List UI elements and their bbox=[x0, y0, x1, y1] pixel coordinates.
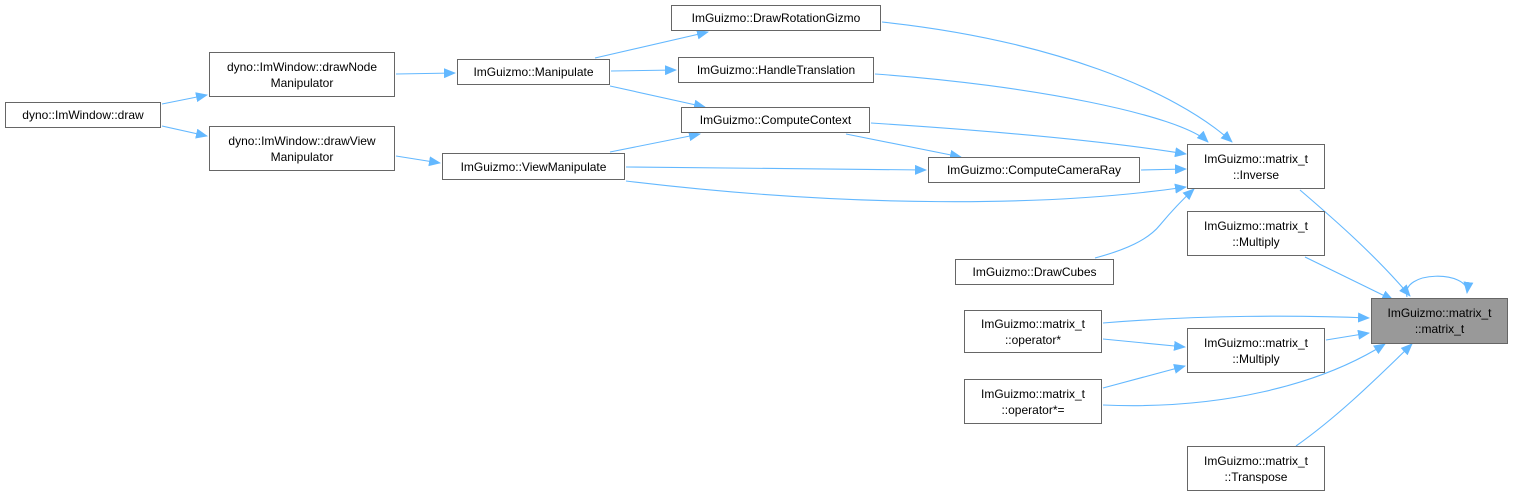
node-draw-node-manipulator-label-line1: dyno::ImWindow::drawNode bbox=[226, 59, 378, 74]
node-multiply-lower-label-line1: ImGuizmo::matrix_t bbox=[1203, 335, 1308, 350]
node-operator-mul-label-line2: ::operator* bbox=[1004, 332, 1062, 347]
node-operator-mul[interactable]: ImGuizmo::matrix_t ::operator* bbox=[964, 310, 1102, 353]
node-draw-view-manipulator[interactable]: dyno::ImWindow::drawView Manipulator bbox=[209, 126, 395, 171]
node-draw-rotation-gizmo[interactable]: ImGuizmo::DrawRotationGizmo bbox=[671, 5, 881, 31]
node-draw-node-manipulator[interactable]: dyno::ImWindow::drawNode Manipulator bbox=[209, 52, 395, 97]
node-draw-label: dyno::ImWindow::draw bbox=[22, 108, 144, 122]
node-draw-rotation-gizmo-label: ImGuizmo::DrawRotationGizmo bbox=[691, 11, 861, 25]
node-inverse-label-line2: ::Inverse bbox=[1232, 167, 1280, 182]
node-view-manipulate[interactable]: ImGuizmo::ViewManipulate bbox=[442, 153, 625, 180]
edge-drawview-to-viewmanipulate bbox=[395, 155, 441, 167]
node-draw-cubes-label: ImGuizmo::DrawCubes bbox=[972, 265, 1097, 279]
node-transpose-label-line1: ImGuizmo::matrix_t bbox=[1203, 453, 1308, 468]
node-multiply-upper-label-line1: ImGuizmo::matrix_t bbox=[1203, 218, 1308, 233]
edge-operator-mul-eq-to-multiply-lower bbox=[1102, 364, 1186, 389]
node-multiply-upper[interactable]: ImGuizmo::matrix_t ::Multiply bbox=[1187, 211, 1325, 256]
node-manipulate-label: ImGuizmo::Manipulate bbox=[473, 65, 594, 79]
edge-drawnode-to-manipulate bbox=[395, 68, 456, 79]
edge-inverse-to-matrix-t bbox=[1299, 189, 1411, 297]
node-compute-camera-ray-label: ImGuizmo::ComputeCameraRay bbox=[946, 163, 1122, 177]
node-operator-mul-eq[interactable]: ImGuizmo::matrix_t ::operator*= bbox=[964, 379, 1102, 424]
edge-operator-mul-to-multiply-lower bbox=[1102, 338, 1186, 351]
node-operator-mul-label-line1: ImGuizmo::matrix_t bbox=[980, 316, 1085, 331]
node-draw-view-manipulator-label-line2: Manipulator bbox=[270, 149, 334, 164]
node-handle-translation-label: ImGuizmo::HandleTranslation bbox=[696, 63, 856, 77]
node-inverse[interactable]: ImGuizmo::matrix_t ::Inverse bbox=[1187, 144, 1325, 189]
node-inverse-label-line1: ImGuizmo::matrix_t bbox=[1203, 151, 1308, 166]
node-view-manipulate-label: ImGuizmo::ViewManipulate bbox=[460, 159, 607, 174]
node-matrix-t-focus[interactable]: ImGuizmo::matrix_t ::matrix_t bbox=[1371, 298, 1508, 344]
node-transpose[interactable]: ImGuizmo::matrix_t ::Transpose bbox=[1187, 446, 1325, 491]
edge-computecontext-to-computecameraray bbox=[845, 133, 962, 160]
edge-multiply-upper-to-matrix-t bbox=[1304, 256, 1394, 301]
node-operator-mul-eq-label-line1: ImGuizmo::matrix_t bbox=[980, 386, 1085, 401]
edge-computecontext-to-inverse bbox=[870, 122, 1187, 158]
edge-transpose-to-matrix-t bbox=[1295, 343, 1413, 447]
node-compute-camera-ray[interactable]: ImGuizmo::ComputeCameraRay bbox=[928, 157, 1140, 183]
node-matrix-t-focus-label-line2: ::matrix_t bbox=[1414, 322, 1465, 336]
node-compute-context[interactable]: ImGuizmo::ComputeContext bbox=[681, 107, 870, 133]
edge-operator-mul-to-matrix-t bbox=[1102, 312, 1370, 324]
node-matrix-t-focus-label-line1: ImGuizmo::matrix_t bbox=[1387, 306, 1492, 320]
edge-multiply-lower-to-matrix-t bbox=[1325, 329, 1370, 341]
node-draw-view-manipulator-label-line1: dyno::ImWindow::drawView bbox=[228, 133, 376, 148]
edge-drawcubes-to-inverse bbox=[1094, 188, 1195, 259]
node-draw-cubes[interactable]: ImGuizmo::DrawCubes bbox=[955, 259, 1114, 285]
node-multiply-upper-label-line2: ::Multiply bbox=[1232, 234, 1280, 249]
node-transpose-label-line2: ::Transpose bbox=[1224, 469, 1288, 484]
node-operator-mul-eq-label-line2: ::operator*= bbox=[1001, 402, 1065, 417]
edge-viewmanipulate-to-computecameraray bbox=[625, 164, 927, 175]
node-handle-translation[interactable]: ImGuizmo::HandleTranslation bbox=[678, 57, 874, 83]
edge-operator-mul-eq-to-matrix-t bbox=[1102, 343, 1386, 407]
edge-viewmanipulate-to-inverse bbox=[625, 180, 1187, 203]
edge-computecameraray-to-inverse bbox=[1140, 164, 1187, 175]
node-compute-context-label: ImGuizmo::ComputeContext bbox=[699, 113, 852, 127]
node-draw[interactable]: dyno::ImWindow::draw bbox=[5, 102, 161, 128]
node-manipulate[interactable]: ImGuizmo::Manipulate bbox=[457, 59, 610, 85]
node-multiply-lower[interactable]: ImGuizmo::matrix_t ::Multiply bbox=[1187, 328, 1325, 373]
edge-viewmanipulate-to-computecontext bbox=[609, 131, 701, 153]
node-multiply-lower-label-line2: ::Multiply bbox=[1232, 351, 1280, 366]
edge-matrix-t-self bbox=[1406, 275, 1474, 298]
edge-draw-to-drawview bbox=[161, 125, 208, 139]
edge-manipulate-to-computecontext bbox=[609, 85, 706, 110]
edge-draw-to-drawnode bbox=[161, 92, 208, 105]
edge-handletranslation-to-inverse bbox=[874, 73, 1209, 143]
node-draw-node-manipulator-label-line2: Manipulator bbox=[270, 75, 334, 90]
edge-drawrotation-to-inverse bbox=[881, 21, 1233, 143]
edge-manipulate-to-handletranslation bbox=[610, 65, 677, 76]
edge-manipulate-to-drawrotation bbox=[594, 29, 709, 59]
